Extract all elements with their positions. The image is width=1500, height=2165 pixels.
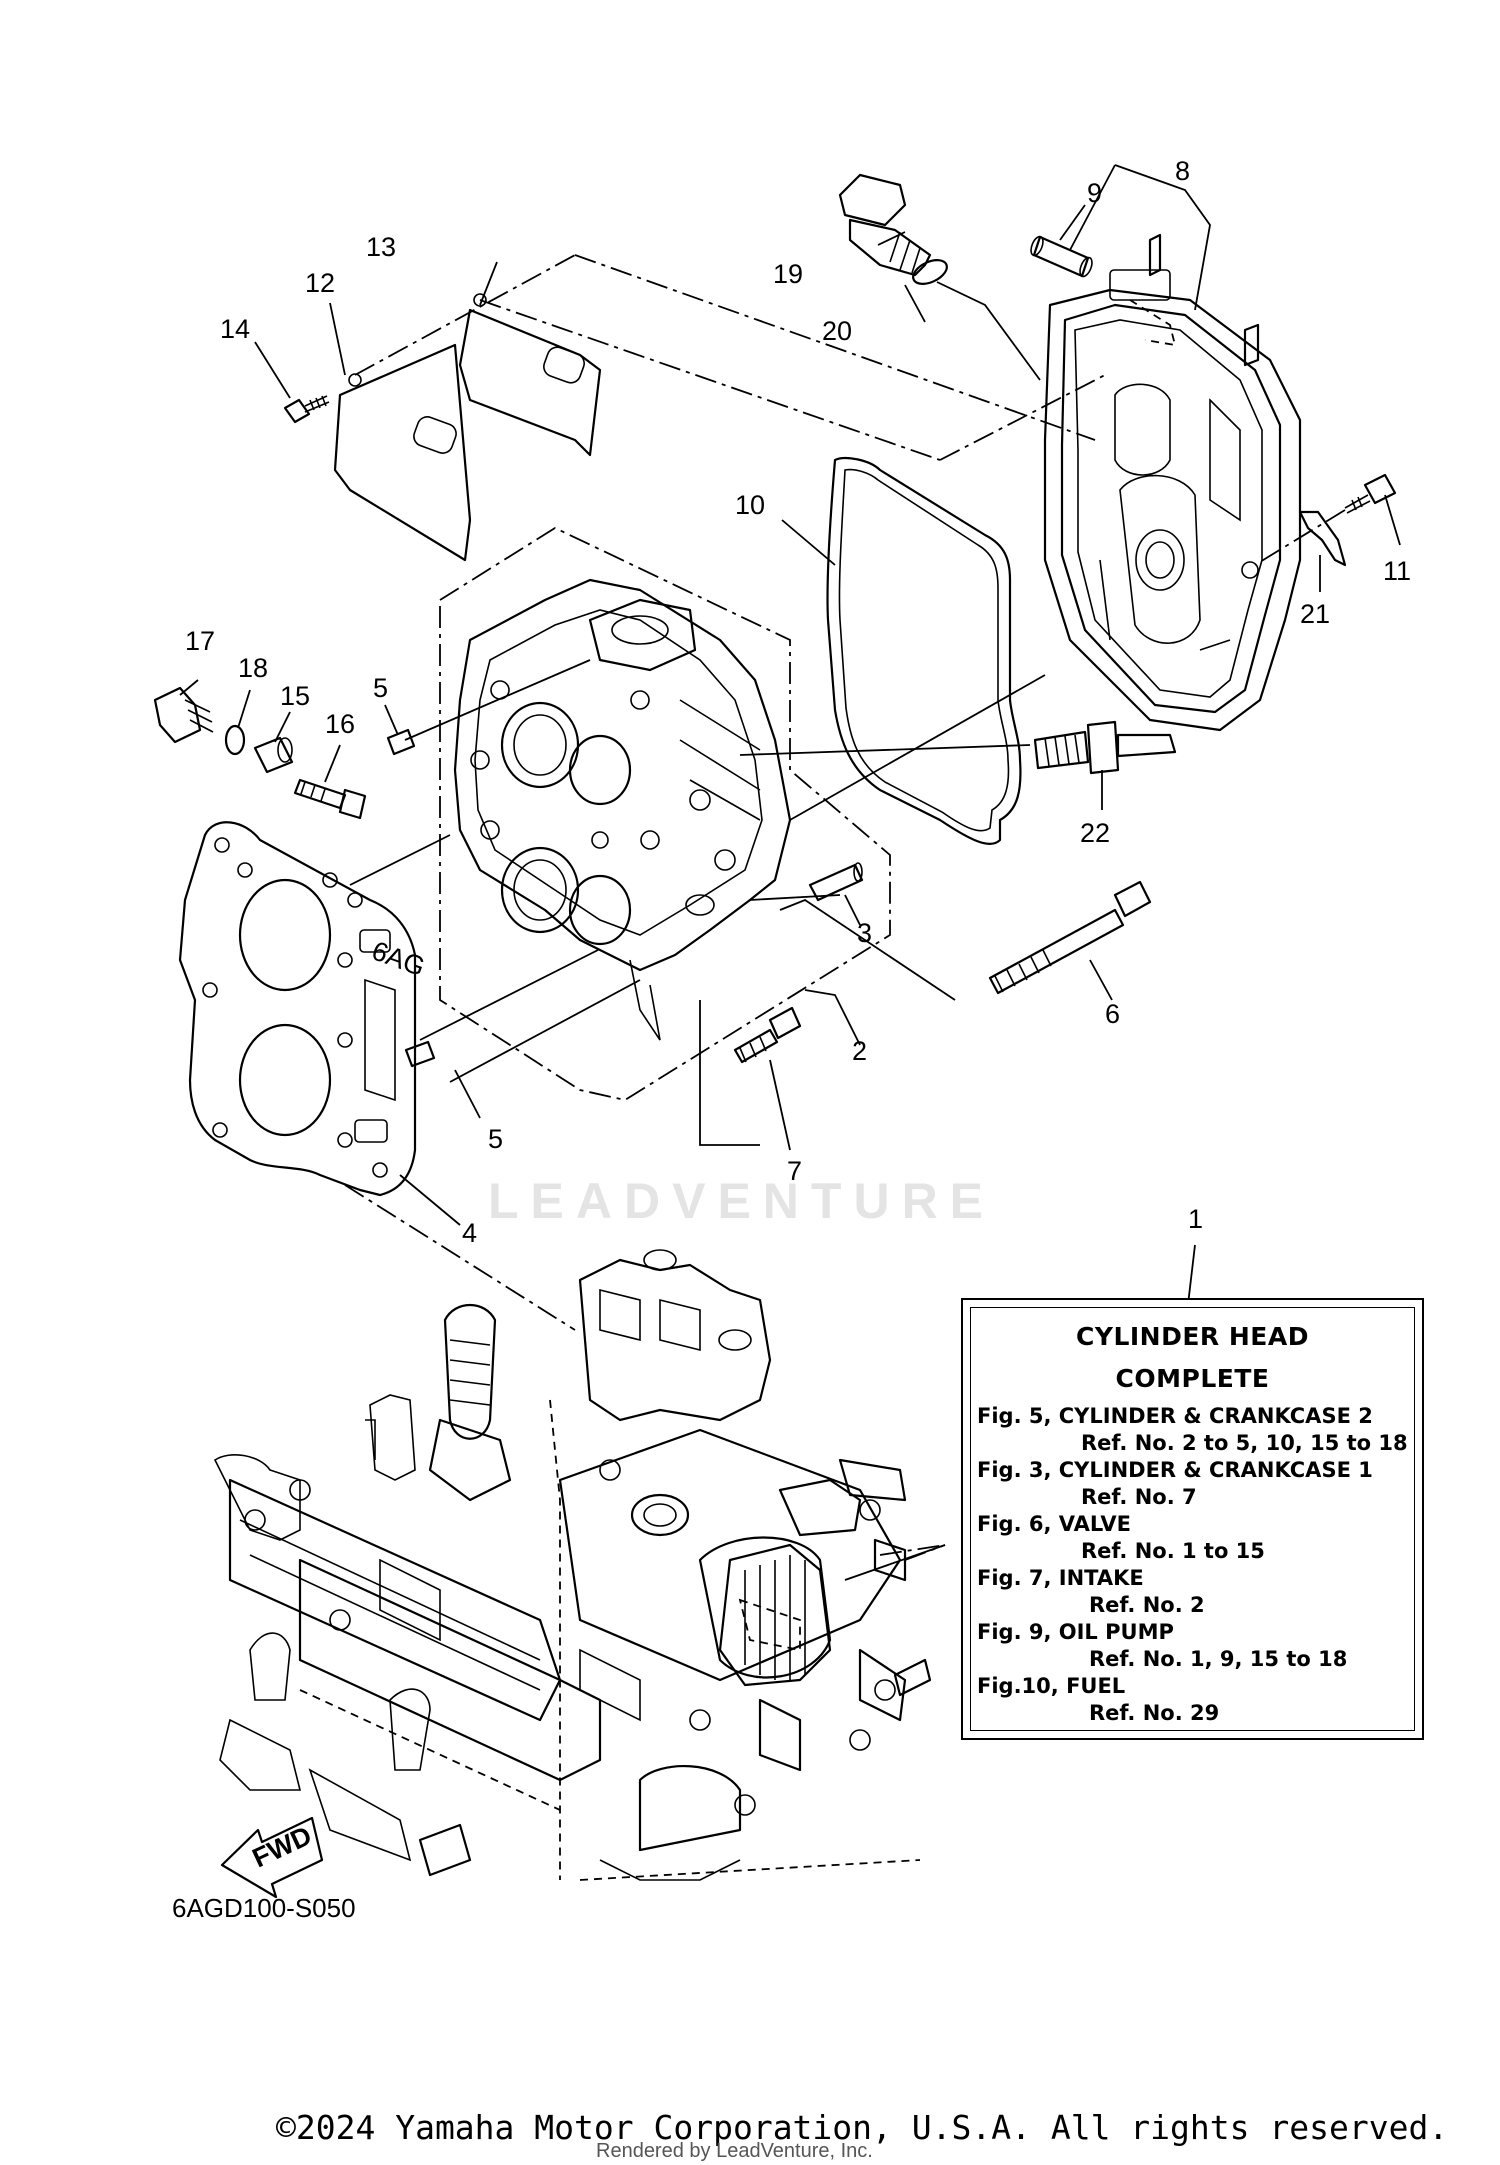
callout-18: 18 [238, 653, 268, 683]
cover-plate-12 [333, 343, 472, 562]
drain-plug-17 [153, 686, 214, 744]
collar-15 [253, 736, 294, 774]
ref-box-title-line-2: COMPLETE [1115, 1364, 1270, 1393]
fwd-label: FWD [248, 1820, 316, 1873]
fwd-arrow-icon: FWD [220, 1816, 324, 1899]
dowel-pin-5-lower [404, 1040, 436, 1068]
rendered-by-notice: Rendered by LeadVenture, Inc. [596, 2140, 873, 2162]
callout-22: 22 [1080, 818, 1110, 848]
ref-fig-line: Fig. 3, CYLINDER & CRANKCASE 1 [977, 1458, 1373, 1482]
callout-21: 21 [1300, 599, 1330, 629]
cylinder-head-2 [453, 578, 792, 1041]
callout-3: 3 [857, 918, 872, 948]
bolt-7 [733, 1006, 802, 1064]
ref-fig-line: Fig. 5, CYLINDER & CRANKCASE 2 [977, 1404, 1373, 1428]
cover-plate-13 [458, 293, 602, 457]
guide-3 [808, 862, 864, 902]
ref-number-line: Ref. No. 7 [1081, 1485, 1197, 1509]
callout-1: 1 [1188, 1204, 1203, 1234]
head-gasket-4: 6AG [178, 821, 429, 1197]
ref-fig-line: Fig. 9, OIL PUMP [977, 1620, 1174, 1644]
oil-filler-plug-19 [838, 173, 932, 277]
callout-10: 10 [735, 490, 765, 520]
bolt-11 [1344, 473, 1397, 514]
callout-7: 7 [787, 1156, 802, 1186]
callout-14: 14 [220, 314, 250, 344]
gasket-10 [826, 456, 1022, 845]
callout-9: 9 [1087, 178, 1102, 208]
dowel-pin-5-upper [386, 728, 416, 756]
callout-8: 8 [1175, 156, 1190, 186]
thermo-sensor-22 [1033, 720, 1177, 775]
callout-6: 6 [1105, 999, 1120, 1029]
ref-number-line: Ref. No. 29 [1089, 1701, 1220, 1725]
callout-4: 4 [462, 1218, 477, 1248]
callout-12: 12 [305, 268, 335, 298]
callout-11: 11 [1383, 556, 1411, 586]
ref-box-title-line-1: CYLINDER HEAD [1076, 1322, 1309, 1351]
callout-5-lower: 5 [488, 1124, 503, 1154]
bolt-6 [988, 880, 1152, 995]
ref-number-line: Ref. No. 2 [1089, 1593, 1205, 1617]
callout-20: 20 [822, 316, 852, 346]
watermark: LEADVENTURE [488, 1173, 996, 1229]
o-ring-20 [912, 259, 948, 285]
o-ring-18 [224, 724, 246, 756]
bolt-14 [283, 395, 330, 424]
ref-fig-line: Fig. 7, INTAKE [977, 1566, 1144, 1590]
callout-15: 15 [280, 681, 310, 711]
callout-5-upper: 5 [373, 673, 388, 703]
callout-numbers: 1 2 3 4 5 5 6 7 8 9 10 11 12 13 14 15 16… [185, 156, 1411, 1248]
clamp-21 [1298, 510, 1347, 567]
ref-number-line: Ref. No. 2 to 5, 10, 15 to 18 [1081, 1431, 1408, 1455]
copyright-notice: ©2024 Yamaha Motor Corporation, U.S.A. A… [276, 2108, 1449, 2147]
callout-2: 2 [852, 1036, 867, 1066]
diagram-code: 6AGD100-S050 [172, 1893, 356, 1923]
bolt-16 [293, 778, 367, 820]
ref-number-line: Ref. No. 1 to 15 [1081, 1539, 1265, 1563]
cylinder-head-cover-8 [1043, 233, 1302, 732]
hose-nipple-9 [1030, 235, 1093, 278]
callout-16: 16 [325, 709, 355, 739]
reference-box-frame [970, 1307, 1415, 1731]
ref-fig-line: Fig. 6, VALVE [977, 1512, 1131, 1536]
callout-13: 13 [366, 232, 396, 262]
ref-fig-line: Fig.10, FUEL [977, 1674, 1126, 1698]
reference-box: CYLINDER HEAD COMPLETE Fig. 5, CYLINDER … [961, 1298, 1424, 1740]
crankcase-block [213, 1249, 946, 1881]
callout-19: 19 [773, 259, 803, 289]
callout-17: 17 [185, 626, 215, 656]
ref-number-line: Ref. No. 1, 9, 15 to 18 [1089, 1647, 1348, 1671]
svg-text:6AG: 6AG [368, 935, 429, 982]
